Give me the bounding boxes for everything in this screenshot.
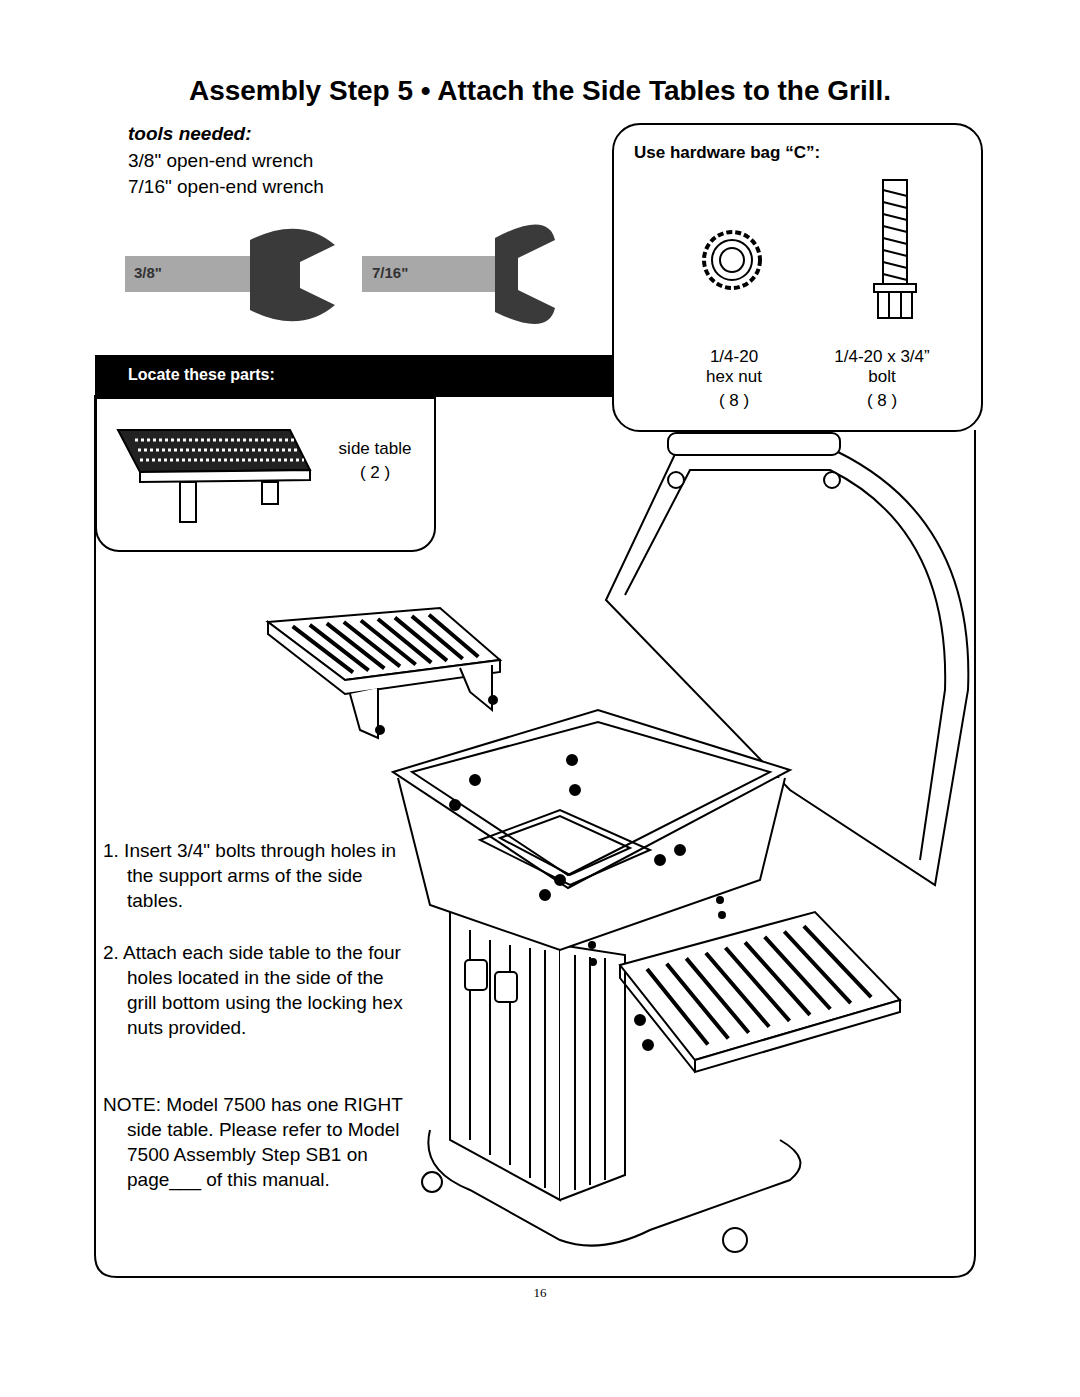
section-band: Locate these parts: xyxy=(95,355,612,397)
tool-name: 7/16" open-end wrench xyxy=(128,176,324,198)
wrench-icon xyxy=(362,224,555,324)
part-name: 1/4-20 hex nut xyxy=(698,347,770,387)
tool-name: 3/8" open-end wrench xyxy=(128,150,313,172)
box-heading: Use hardware bag “C”: xyxy=(634,143,820,163)
bolt-icon xyxy=(874,180,916,318)
wrench-size: 7/16" xyxy=(372,264,408,281)
side-table-icon xyxy=(118,430,310,522)
tools-heading: tools needed: xyxy=(128,123,252,145)
instruction-text: 1. Insert 3/4" bolts through holes in th… xyxy=(103,838,403,913)
band-heading: Locate these parts: xyxy=(128,366,275,384)
page-title: Assembly Step 5 • Attach the Side Tables… xyxy=(0,74,1080,108)
frame xyxy=(95,395,975,1277)
wrench-size: 3/8" xyxy=(134,264,162,281)
hardware-box: Use hardware bag “C”: 1/4-20 hex nut ( 8 )… xyxy=(612,123,983,432)
wrench-icon xyxy=(125,229,335,322)
instruction-text: 2. Attach each side table to the four ho… xyxy=(103,940,403,1040)
hex-nut-icon xyxy=(704,232,760,288)
part-name: 1/4-20 x 3/4” bolt xyxy=(823,347,941,387)
page-number: 16 xyxy=(520,1285,560,1301)
note-text: NOTE: Model 7500 has one RIGHT side tabl… xyxy=(103,1092,413,1192)
part-name: side table xyxy=(320,439,430,459)
part-count: ( 2 ) xyxy=(320,463,430,483)
part-count: ( 8 ) xyxy=(823,391,941,411)
parts-box: side table ( 2 ) xyxy=(95,397,436,552)
part-count: ( 8 ) xyxy=(698,391,770,411)
